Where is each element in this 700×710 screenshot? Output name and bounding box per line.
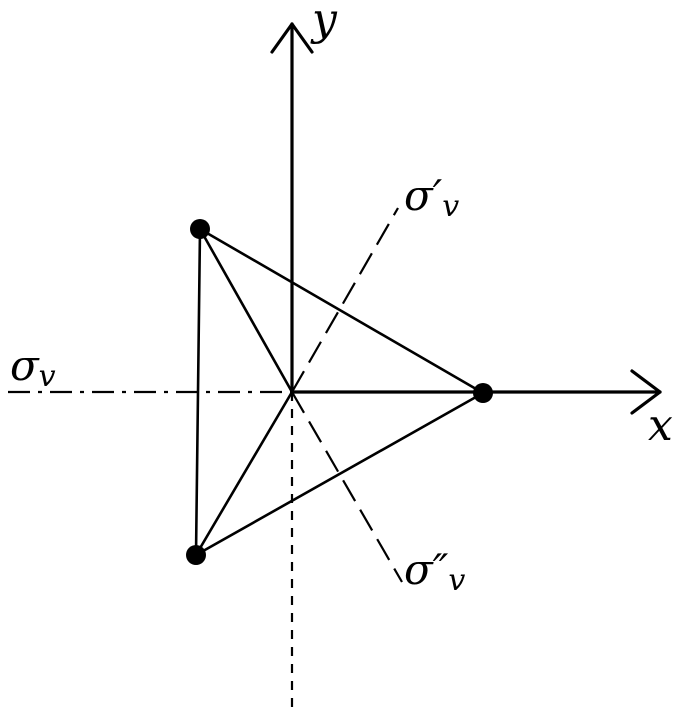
sigma-v-double-prime-mirror-line: [291, 391, 403, 583]
sigma-v-label: σv: [10, 341, 56, 394]
atom-bottom-left: [186, 545, 206, 565]
y-axis-arrowhead: [270, 22, 314, 54]
triangle-edge-top: [198, 227, 485, 395]
triangle-edge-bottom: [194, 391, 485, 557]
atom-top-left: [190, 219, 210, 239]
sigma-v-double-prime-label: σ″v: [404, 545, 465, 598]
triangle-edge-left: [194, 227, 202, 557]
bond-to-top-atom: [198, 227, 294, 394]
sigma-v-prime-label: σ′v: [404, 171, 459, 224]
y-axis-label: y: [310, 0, 338, 45]
x-axis-arrowhead: [630, 369, 662, 415]
sigma-v-prime-mirror-line: [291, 207, 399, 393]
x-axis-label: x: [648, 400, 673, 451]
bond-to-bottom-atom: [194, 390, 294, 557]
atom-right: [473, 383, 493, 403]
